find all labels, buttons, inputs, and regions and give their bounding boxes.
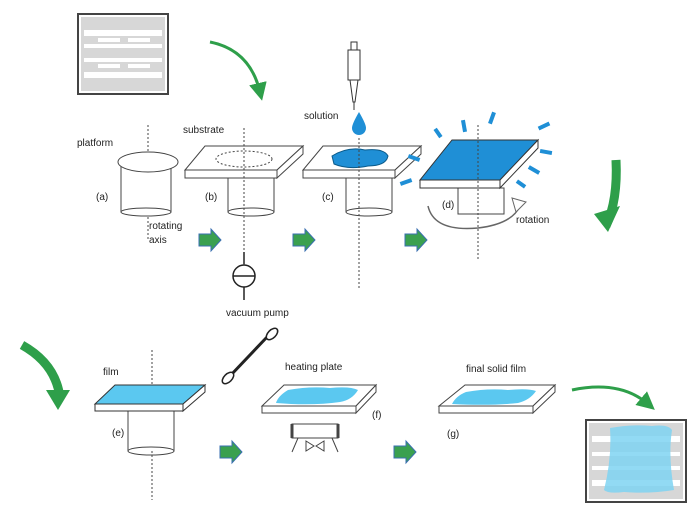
step-c-label: (c) [322,192,334,203]
heating-plate-label: heating plate [285,362,343,373]
vacuum-pump-label: vacuum pump [226,308,289,319]
swab-icon [221,327,279,385]
mold-icon [77,13,169,95]
step-f-label: (f) [372,410,381,421]
step-b-label: (b) [205,192,217,203]
step-g-label: (g) [447,429,459,440]
solution-label: solution [304,111,338,122]
pipette-icon [347,41,361,110]
flow-arrows-row2 [219,439,417,465]
curved-arrow-3-head [46,390,70,410]
spin-splash [399,111,553,189]
platform-label: platform [77,138,113,149]
heater-icon [290,423,340,453]
curved-arrow-4 [571,385,655,410]
rotating-axis-label-line1: rotating [149,221,182,232]
step-e-film [93,350,207,500]
rotation-label: rotation [516,215,549,226]
curved-arrow-2-head [594,206,620,232]
step-f-heating-plate [260,383,378,415]
flow-arrows-row1 [198,227,428,253]
solution-drop [352,112,366,135]
step-g-final-film [437,383,557,415]
step-c-solution [301,138,423,290]
step-d-rotation [399,111,553,260]
substrate-label: substrate [183,125,225,136]
rotating-axis-label-line2: axis [149,235,167,246]
step-a-platform [117,125,179,240]
step-b-substrate [183,128,305,290]
curved-arrow-1 [209,40,267,101]
vacuum-pump-icon [232,252,256,300]
step-a-label: (a) [96,192,108,203]
step-d-label: (d) [442,200,454,211]
mold-with-film-icon [585,419,687,503]
step-e-label: (e) [112,428,124,439]
film-label: film [103,367,119,378]
final-solid-film-label: final solid film [466,364,526,375]
